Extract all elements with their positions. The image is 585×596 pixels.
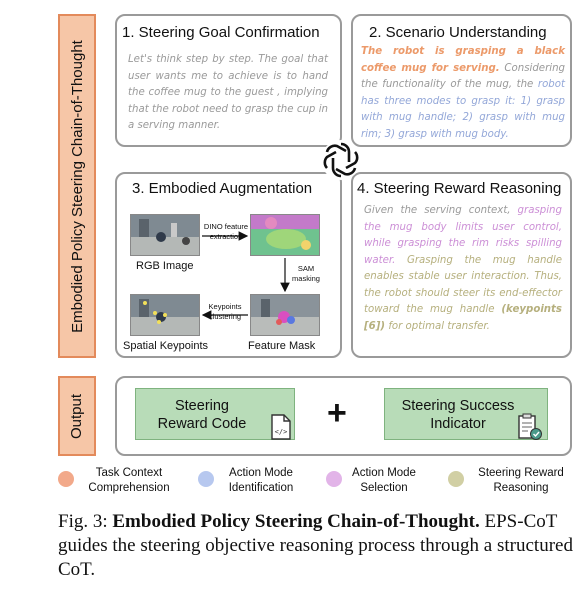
step2-modes-highlight: robot has three modes to grasp it: 1) gr… [361,79,565,140]
keypoints-caption: Spatial Keypoints [123,340,208,352]
legend-label-reasoning: Steering Reward Reasoning [478,467,564,494]
step4-keypoint-ref: (keypoints [6]) [364,304,562,332]
arrow-label-dino: DINO feature extraction [203,222,249,241]
step4-title: 4. Steering Reward Reasoning [357,180,562,197]
feature-heatmap [250,214,320,256]
rgb-image [130,214,200,256]
step4-olive-text: Grasping the mug handle enables stable u… [364,254,562,316]
arrow-label-sam: SAM masking [292,264,320,283]
legend-label-identification: Action Mode Identification [228,467,294,494]
step1-text: Let's think step by step. The goal that … [128,54,328,131]
feature-mask [250,294,320,336]
code-file-icon: </> [271,414,291,440]
step2-context-highlight: The robot is grasping a black coffee mug… [361,46,565,74]
arrow-label-keypoints: Keypoints clustering [208,302,242,321]
step2-text: The robot is grasping a black coffee mug… [361,44,565,143]
caption-prefix: Fig. 3: [58,511,108,532]
caption-title: Embodied Policy Steering Chain-of-Though… [112,511,480,532]
step4-box [351,172,572,358]
figure-caption: Fig. 3: Embodied Policy Steering Chain-o… [58,510,578,582]
steering-reward-code-label: Steering Reward Code [157,398,247,432]
side-label-chain-of-thought: Embodied Policy Steering Chain-of-Though… [58,14,96,358]
plus-sign: + [327,394,347,432]
legend-label-context: Task Context Comprehension [88,467,170,494]
clipboard-check-icon [518,413,542,440]
step1-title: 1. Steering Goal Confirmation [122,24,320,41]
step4-pink-text: grasping the mug body limits user contro… [364,205,562,266]
openai-logo-icon [321,140,361,180]
side-label-output: Output [58,376,96,456]
step2-box [351,14,572,147]
legend-dot-selection [326,471,342,487]
side-label-main-text: Embodied Policy Steering Chain-of-Though… [68,39,86,333]
step4-olive-end: for optimal transfer. [388,320,490,332]
step3-title: 3. Embodied Augmentation [132,180,313,197]
keypoints-image [130,294,200,336]
svg-text:</>: </> [275,428,288,436]
caption-body: EPS-CoT guides the steering objective re… [58,511,573,580]
step1-box [115,14,342,147]
legend-dot-context [58,471,74,487]
steering-success-indicator-label: Steering Success Indicator [401,398,515,432]
step2-title: 2. Scenario Understanding [369,24,547,41]
rgb-image-caption: RGB Image [136,260,194,272]
step4-text: Given the serving context, grasping the … [364,203,562,335]
steering-reward-code-box [135,388,295,440]
feature-mask-caption: Feature Mask [248,340,316,352]
legend-label-selection: Action Mode Selection [352,467,416,494]
step2-text-a: Considering the functionality of the mug… [361,62,566,91]
side-label-output-text: Output [68,393,86,439]
legend-dot-reasoning [448,471,464,487]
legend-dot-identification [198,471,214,487]
step4-text-a: Given the serving context, [364,205,511,216]
